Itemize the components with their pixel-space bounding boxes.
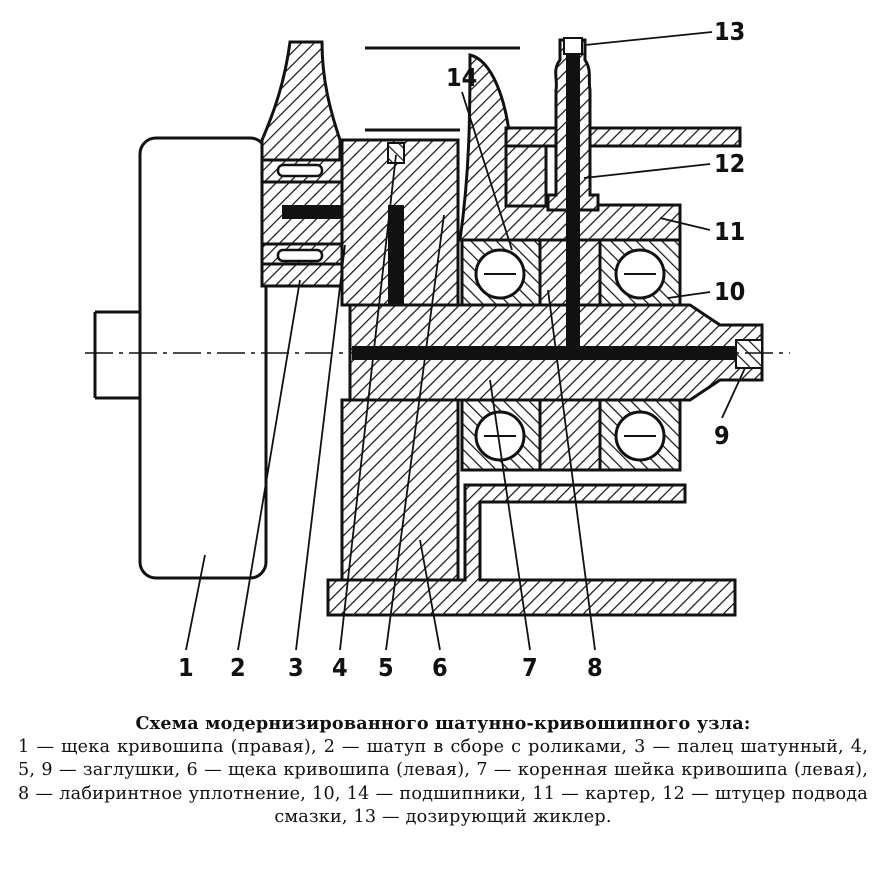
oil-feed-fitting [546,37,600,360]
label-2: 2 [230,653,246,682]
label-9: 9 [714,421,730,450]
caption-title: Схема модернизированного шатунно-кривоши… [135,713,751,734]
connecting-rod [260,40,350,288]
caption-body: 1 — щека кривошипа (правая), 2 — шатуп в… [18,736,868,828]
label-3: 3 [288,653,304,682]
crank-assembly-diagram: 1 2 3 4 5 6 7 8 9 10 11 12 13 14 [85,17,790,682]
left-shaft-stub [93,310,140,400]
label-6: 6 [432,653,448,682]
label-4: 4 [332,653,348,682]
label-5: 5 [378,653,394,682]
part-number-labels: 1 2 3 4 5 6 7 8 9 10 11 12 13 14 [178,17,745,682]
label-10: 10 [714,277,745,306]
right-crank-cheek [138,136,268,580]
label-1: 1 [178,653,194,682]
leader-lines [185,31,746,651]
label-13: 13 [714,17,745,46]
bearings [460,238,682,472]
figure-caption: Схема модернизированного шатунно-кривоши… [18,712,868,830]
label-11: 11 [714,217,745,246]
label-8: 8 [587,653,603,682]
label-14: 14 [446,63,477,92]
label-7: 7 [522,653,538,682]
label-12: 12 [714,149,745,178]
